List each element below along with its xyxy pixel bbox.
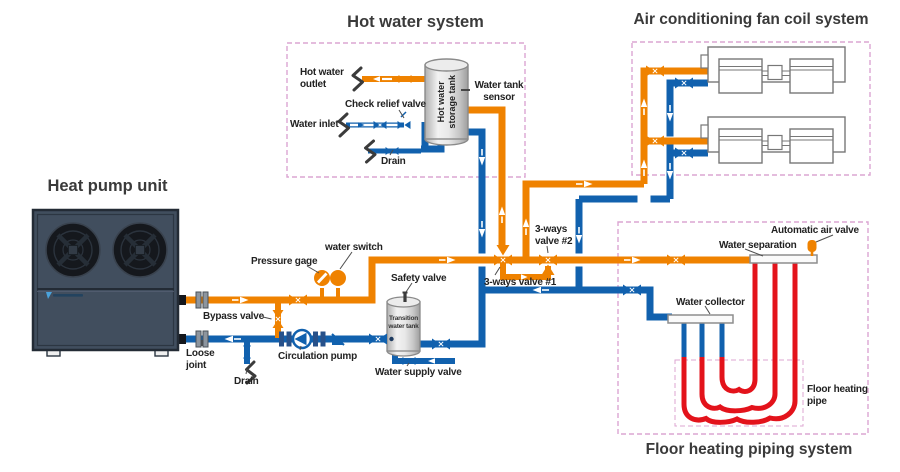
- water-collector-label: Water collector: [676, 297, 745, 308]
- automatic-air-valve-label: Automatic air valve: [771, 225, 859, 236]
- automatic-air-valve-icon: [807, 240, 817, 256]
- check-relief-valve-label: Check relief valve: [345, 99, 426, 110]
- safety-valve-label: Safety valve: [391, 273, 447, 284]
- circulation-pump-label: Circulation pump: [278, 351, 358, 362]
- check-valve-icon: [331, 333, 345, 346]
- three-way-valve-2-label: 3-ways valve #2: [535, 224, 573, 247]
- heat-pump-title: Heat pump unit: [47, 177, 168, 195]
- drain-label-heat-pump: Drain: [234, 376, 259, 387]
- loose-joint-label: Loose joint: [186, 348, 215, 371]
- hot-water-outlet-label: Hot water outlet: [300, 67, 344, 90]
- floor-pipe-box: [674, 359, 804, 427]
- three-way-valve-1-label: 3-ways valve #1: [484, 277, 557, 288]
- safety-valve-icon: [402, 291, 408, 302]
- bypass-valve-label: Bypass valve: [203, 311, 264, 322]
- hot-water-tank-label: Hot water storage tank: [435, 75, 457, 129]
- system-boundaries: [286, 41, 871, 435]
- water-tank-sensor-label: Water tank sensor: [474, 80, 524, 103]
- water-separation-bar: [749, 254, 818, 264]
- pressure-gage-label: Pressure gage: [251, 256, 318, 267]
- water-switch-icon: [330, 270, 346, 286]
- ac-title: Air conditioning fan coil system: [633, 11, 869, 28]
- manifolds: [667, 240, 818, 324]
- drain-outlet-icons: [245, 66, 377, 385]
- hot-water-storage-tank: [424, 58, 469, 146]
- hot-water-title: Hot water system: [347, 13, 484, 31]
- drain-label-hot-water: Drain: [381, 156, 406, 167]
- label-pointers: [201, 109, 834, 375]
- valves-fittings: [195, 65, 694, 385]
- fan-icon: [45, 222, 101, 278]
- water-inlet-label: Water inlet: [290, 119, 339, 130]
- water-switch-label: water switch: [325, 242, 383, 253]
- floor-heating-pipes: [681, 261, 798, 425]
- flow-arrows: [224, 76, 674, 364]
- water-separation-label: Water separation: [719, 240, 797, 251]
- floor-system-box: [617, 221, 869, 435]
- hot-water-system-box: [286, 42, 526, 178]
- water-supply-valve-label: Water supply valve: [375, 367, 462, 378]
- loose-joint-icon: [195, 291, 209, 348]
- floor-title: Floor heating piping system: [645, 441, 853, 458]
- fan-icon: [112, 222, 168, 278]
- transition-tank-label: Transition water tank: [388, 315, 419, 331]
- brand-logo: [46, 292, 83, 299]
- transition-water-tank: [386, 296, 421, 357]
- floor-heating-pipe-label: Floor heating pipe: [807, 384, 868, 407]
- water-collector-bar: [667, 314, 734, 324]
- circulation-pump-icon: [279, 328, 326, 350]
- heat-pump-unit: [31, 208, 186, 357]
- ac-system-box: [631, 41, 871, 176]
- check-relief-valve-icon: [400, 111, 407, 118]
